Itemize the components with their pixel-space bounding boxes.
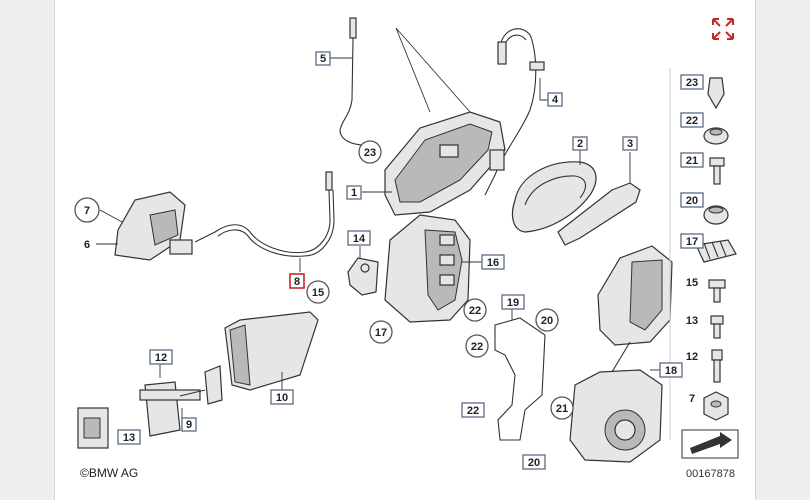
callout-23[interactable]: 23 [358, 140, 382, 164]
part-19-bracket [494, 308, 546, 441]
legend-callout-12[interactable]: 12 [686, 351, 698, 363]
callout-16[interactable]: 16 [481, 254, 505, 270]
callout-10[interactable]: 10 [270, 389, 294, 405]
copyright-text: ©BMW AG [80, 466, 139, 480]
legend-part-21-icon [709, 157, 725, 167]
callout-7[interactable]: 7 [74, 197, 100, 223]
svg-text:1: 1 [351, 187, 357, 199]
svg-text:20: 20 [528, 457, 540, 469]
cable-8 [194, 171, 335, 272]
svg-text:20: 20 [541, 315, 553, 327]
svg-text:10: 10 [276, 392, 288, 404]
svg-text:18: 18 [665, 365, 677, 377]
arrow-icon [681, 429, 739, 459]
legend-callout-20[interactable]: 20 [680, 192, 704, 208]
callout-18[interactable]: 18 [659, 362, 683, 378]
callout-2[interactable]: 2 [572, 136, 588, 151]
callout-20a[interactable]: 20 [535, 308, 559, 332]
callout-21[interactable]: 21 [550, 396, 574, 420]
svg-text:13: 13 [686, 315, 698, 327]
callout-12[interactable]: 12 [149, 349, 173, 365]
legend-part-23-icon [707, 77, 725, 110]
svg-text:6: 6 [84, 239, 90, 251]
part-14-bracket [347, 246, 379, 296]
callout-19[interactable]: 19 [501, 294, 525, 310]
svg-text:22: 22 [471, 341, 483, 353]
callout-5[interactable]: 5 [315, 51, 331, 66]
svg-text:20: 20 [686, 195, 698, 207]
svg-text:17: 17 [686, 236, 698, 248]
svg-text:9: 9 [186, 419, 192, 431]
svg-text:14: 14 [353, 233, 366, 245]
part-6-7 [96, 191, 193, 261]
callout-22c[interactable]: 22 [461, 402, 485, 418]
svg-text:22: 22 [469, 305, 481, 317]
callout-9[interactable]: 9 [181, 417, 197, 432]
part-1-carrier [362, 111, 506, 216]
leader-lines-top [395, 27, 471, 113]
legend-callout-7[interactable]: 7 [689, 393, 695, 405]
callout-14[interactable]: 14 [347, 230, 371, 246]
callout-6[interactable]: 6 [84, 239, 90, 251]
callout-22b[interactable]: 22 [465, 334, 489, 358]
legend-callout-21[interactable]: 21 [680, 152, 704, 168]
svg-text:16: 16 [487, 257, 499, 269]
svg-text:4: 4 [552, 94, 559, 106]
svg-text:2: 2 [577, 138, 583, 150]
legend-callout-17[interactable]: 17 [680, 233, 704, 249]
part-16-lock [384, 214, 482, 323]
part-9-door-check [77, 364, 223, 449]
callout-20b[interactable]: 20 [522, 454, 546, 470]
part-10-housing [224, 311, 319, 391]
callout-4[interactable]: 4 [547, 92, 563, 107]
svg-text:7: 7 [689, 393, 695, 405]
legend-part-13-icon [710, 315, 724, 325]
callout-1[interactable]: 1 [346, 185, 362, 200]
part-18-lock-module [569, 245, 673, 463]
expand-arrows-icon[interactable] [710, 16, 736, 42]
diagram-number: 00167878 [686, 468, 735, 480]
svg-text:15: 15 [312, 287, 324, 299]
rod-5 [339, 17, 366, 146]
callout-15[interactable]: 15 [306, 280, 330, 304]
callout-8[interactable]: 8 [289, 273, 305, 289]
svg-text:22: 22 [467, 405, 479, 417]
svg-text:15: 15 [686, 277, 698, 289]
svg-text:3: 3 [627, 138, 633, 150]
svg-text:17: 17 [375, 327, 387, 339]
legend-callout-13[interactable]: 13 [686, 315, 698, 327]
svg-text:21: 21 [686, 155, 698, 167]
svg-text:19: 19 [507, 297, 519, 309]
part-3-handle [557, 152, 641, 246]
svg-text:12: 12 [686, 351, 698, 363]
svg-text:23: 23 [364, 147, 376, 159]
callout-22a[interactable]: 22 [463, 298, 487, 322]
legend-column [669, 68, 737, 440]
legend-part-12-icon [711, 349, 723, 361]
svg-text:21: 21 [556, 403, 568, 415]
legend-callout-22[interactable]: 22 [680, 112, 704, 128]
svg-text:23: 23 [686, 77, 698, 89]
svg-text:13: 13 [123, 432, 135, 444]
svg-text:12: 12 [155, 352, 167, 364]
legend-callout-23[interactable]: 23 [680, 74, 704, 90]
part-2-cover [511, 150, 597, 233]
legend-callout-15[interactable]: 15 [686, 277, 698, 289]
callout-17[interactable]: 17 [369, 320, 393, 344]
legend-part-15-icon [708, 279, 726, 289]
callout-3[interactable]: 3 [622, 136, 638, 151]
svg-text:8: 8 [294, 276, 300, 288]
svg-text:5: 5 [320, 53, 326, 65]
svg-text:7: 7 [84, 205, 90, 217]
svg-text:22: 22 [686, 115, 698, 127]
callout-13[interactable]: 13 [117, 429, 141, 445]
